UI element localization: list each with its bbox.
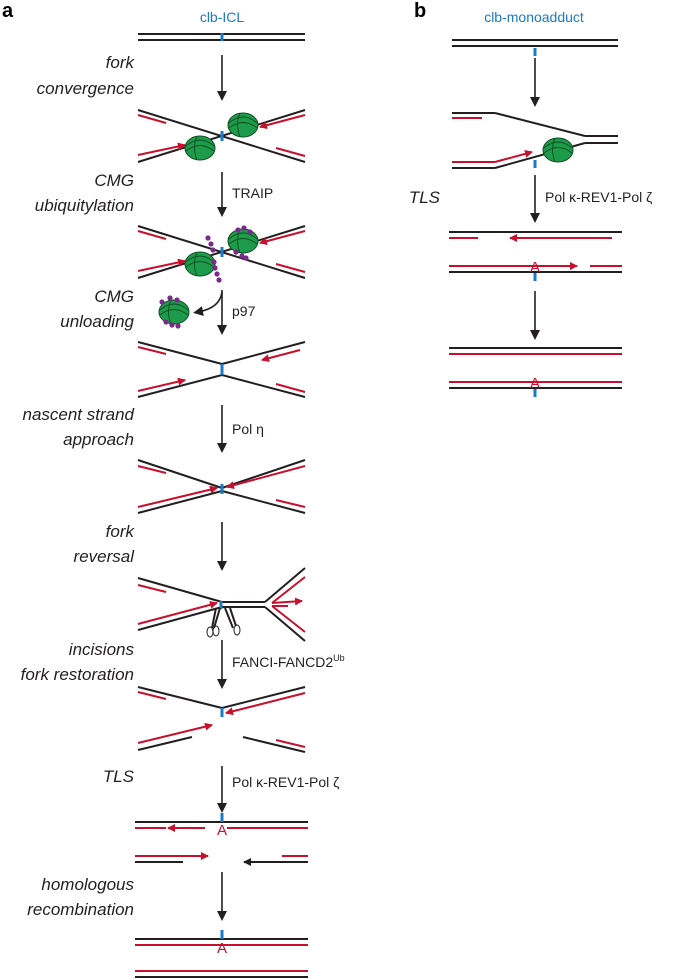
step-label: nascent strand (22, 405, 134, 424)
adduct-marker: A (530, 259, 540, 276)
step-label: TLS (103, 767, 135, 786)
scissors-icon (206, 607, 221, 638)
cmg-helicase-icon (542, 137, 574, 163)
enzyme-label: Pol η (232, 421, 264, 437)
step-label: reversal (74, 547, 136, 566)
ubiquitylated-cmg-forks (137, 225, 306, 283)
panel-b-letter: b (414, 0, 426, 22)
unloading-arrow (193, 291, 223, 317)
reversed-fork (137, 567, 306, 642)
step-label: recombination (27, 900, 134, 919)
converged-forks (137, 109, 306, 163)
scissors-icon (224, 607, 241, 636)
cmg-helicase-icon (227, 228, 259, 254)
incised-fork (137, 686, 306, 753)
hr-products: A (135, 930, 308, 978)
enzyme-label: p97 (232, 303, 256, 319)
panel-a-title: clb-ICL (200, 9, 245, 25)
icl-duplex (138, 33, 305, 41)
step-label: ubiquitylation (35, 196, 134, 215)
adduct-marker: A (217, 940, 227, 957)
cmg-helicase-icon (184, 251, 216, 277)
enzyme-label: Pol κ-REV1-Pol ζ (232, 774, 339, 790)
step-label: convergence (37, 79, 134, 98)
cmg-helicase-icon (184, 135, 216, 161)
enzyme-superscript: Ub (333, 653, 345, 663)
approached-forks (137, 459, 306, 514)
panel-a-letter: a (2, 0, 14, 22)
stalled-fork (452, 112, 618, 169)
step-label: incisions (69, 640, 135, 659)
step-label: fork restoration (21, 665, 134, 684)
released-cmg (158, 295, 190, 329)
step-label: unloading (60, 312, 134, 331)
cmg-helicase-icon (227, 112, 259, 138)
tls-products: A (449, 347, 622, 397)
enzyme-label: Pol κ-REV1-Pol ζ (545, 189, 652, 205)
tls-products: A (135, 813, 308, 866)
step-label: homologous (41, 875, 134, 894)
adduct-marker: A (217, 822, 227, 839)
cmg-free-forks (137, 341, 306, 398)
step-label: CMG (94, 287, 134, 306)
adduct-marker: A (530, 375, 540, 392)
tls-intermediate: A (449, 231, 622, 281)
panel-b-title: clb-monoadduct (484, 9, 584, 25)
enzyme-label: FANCI-FANCD2Ub (232, 653, 345, 670)
step-label: TLS (409, 188, 441, 207)
step-label: fork (106, 53, 136, 72)
step-label: CMG (94, 171, 134, 190)
step-label: fork (106, 522, 136, 541)
monoadduct-duplex (452, 39, 618, 56)
enzyme-label: TRAIP (232, 185, 273, 201)
step-label: approach (63, 430, 134, 449)
